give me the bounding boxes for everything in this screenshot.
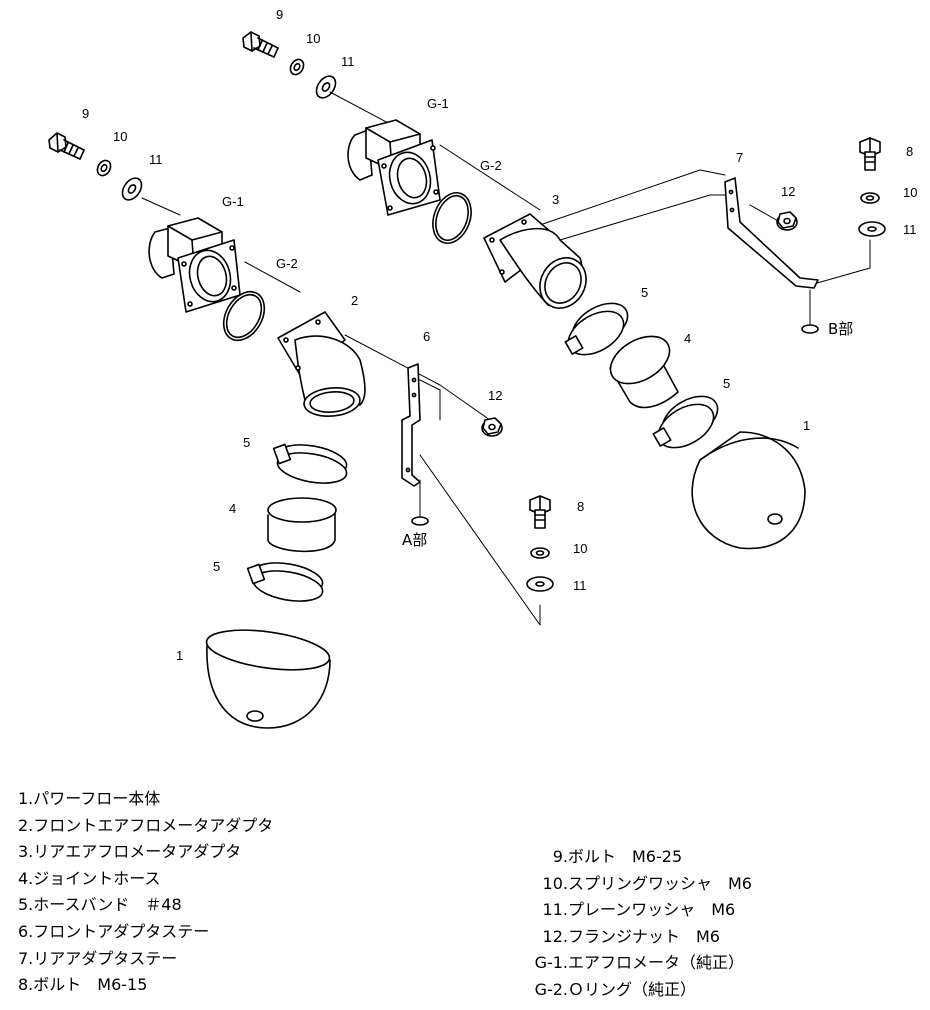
- callout-g1: G-1: [222, 194, 244, 209]
- callout-5: 5: [213, 559, 220, 574]
- rear-airflow-meter-adapter: [483, 213, 587, 309]
- legend-item: 10.スプリングワッシャ M6: [542, 873, 752, 893]
- region-a-marker: [411, 516, 429, 526]
- callout-g1: G-1: [427, 96, 449, 111]
- callout-4: 4: [684, 331, 691, 346]
- front-airflow-meter-adapter: [277, 311, 366, 417]
- legend-item: 3.リアエアフロメータアダプタ: [18, 842, 242, 862]
- bolt-m6-15-b: [859, 137, 881, 171]
- legend-item: 11.プレーンワッシャ M6: [542, 900, 736, 920]
- callout-11: 11: [149, 152, 163, 167]
- region-b-marker: [801, 324, 819, 334]
- bolt-m6-25-rear: [242, 31, 279, 58]
- callout-10: 10: [306, 31, 320, 46]
- legend-item: 9.ボルト M6-25: [552, 847, 683, 866]
- hose-band-front-upper: [272, 443, 348, 484]
- callout-1: 1: [803, 418, 810, 433]
- assembly-lines: [141, 91, 871, 626]
- joint-hose-rear: [609, 335, 679, 409]
- callout-3: 3: [552, 192, 559, 207]
- callout-10: 10: [573, 541, 587, 556]
- spring-washer-b: [860, 192, 880, 204]
- callout-g2: G-2: [480, 158, 502, 173]
- callout-11: 11: [341, 54, 355, 69]
- spring-washer-front: [96, 159, 112, 177]
- power-flow-filter-rear: [691, 431, 806, 550]
- o-ring-rear: [432, 192, 472, 244]
- callout-2: 2: [351, 293, 358, 308]
- plain-washer-rear: [315, 75, 337, 99]
- callout-5: 5: [641, 285, 648, 300]
- legend-item: 1.パワーフロー本体: [18, 789, 161, 808]
- callout-12: 12: [488, 388, 502, 403]
- callout-g2: G-2: [276, 256, 298, 271]
- callout-8: 8: [906, 144, 913, 159]
- callout-7: 7: [736, 150, 743, 165]
- callout-9: 9: [276, 7, 283, 22]
- callout-11: 11: [903, 222, 917, 237]
- callout-5: 5: [243, 435, 250, 450]
- parts-legend-left: 1.パワーフロー本体 2.フロントエアフロメータアダプタ 3.リアエアフロメータ…: [18, 786, 273, 999]
- hose-band-front-lower: [246, 562, 324, 602]
- plain-washer-b: [858, 221, 886, 237]
- joint-hose-front: [267, 497, 337, 553]
- flange-nut-front: [481, 417, 503, 437]
- plain-washer-a: [526, 576, 554, 592]
- front-adapter-stay: [401, 363, 421, 487]
- legend-item: 12.フランジナット M6: [542, 926, 720, 946]
- spring-washer-rear: [289, 58, 305, 76]
- bolt-m6-15-a: [529, 495, 551, 529]
- region-a-label: A部: [402, 531, 427, 549]
- airflow-meter-front: [148, 217, 241, 313]
- parts-legend-right: 9.ボルト M6-25 10.スプリングワッシャ M6 11.プレーンワッシャ …: [498, 844, 752, 1004]
- spring-washer-a: [530, 547, 550, 559]
- rear-adapter-stay: [724, 177, 819, 289]
- callout-6: 6: [423, 329, 430, 344]
- flange-nut-rear: [776, 211, 798, 231]
- legend-item: 2.フロントエアフロメータアダプタ: [18, 815, 274, 835]
- plain-washer-front: [121, 177, 143, 201]
- exploded-parts-diagram: 9 10 11 G-1 G-2 3 9 10 11 G-1 G-2 2 6 12…: [48, 7, 917, 729]
- legend-item: 7.リアアダプタステー: [18, 948, 178, 968]
- callout-10: 10: [113, 129, 127, 144]
- legend-item: 6.フロントアダプタステー: [18, 921, 210, 941]
- hose-band-rear-upper: [564, 302, 629, 356]
- legend-item: 8.ボルト M6-15: [18, 975, 148, 995]
- callout-1: 1: [176, 648, 183, 663]
- callout-11: 11: [573, 578, 587, 593]
- legend-item: G-2.Ｏリング（純正）: [534, 979, 697, 999]
- region-b-label: B部: [828, 320, 853, 338]
- bolt-m6-25-front: [48, 132, 85, 160]
- legend-item: 5.ホースバンド ＃48: [18, 895, 182, 915]
- callout-10: 10: [903, 185, 917, 200]
- power-flow-filter-front: [205, 629, 331, 729]
- callout-12: 12: [781, 184, 795, 199]
- callout-8: 8: [577, 499, 584, 514]
- callout-4: 4: [229, 501, 236, 516]
- legend-item: 4.ジョイントホース: [18, 868, 161, 888]
- hose-band-rear-lower: [652, 395, 719, 449]
- callout-5: 5: [723, 376, 730, 391]
- airflow-meter-rear: [347, 119, 441, 216]
- legend-item: G-1.エアフロメータ（純正）: [534, 953, 745, 973]
- callout-9: 9: [82, 106, 89, 121]
- o-ring-front: [222, 290, 266, 342]
